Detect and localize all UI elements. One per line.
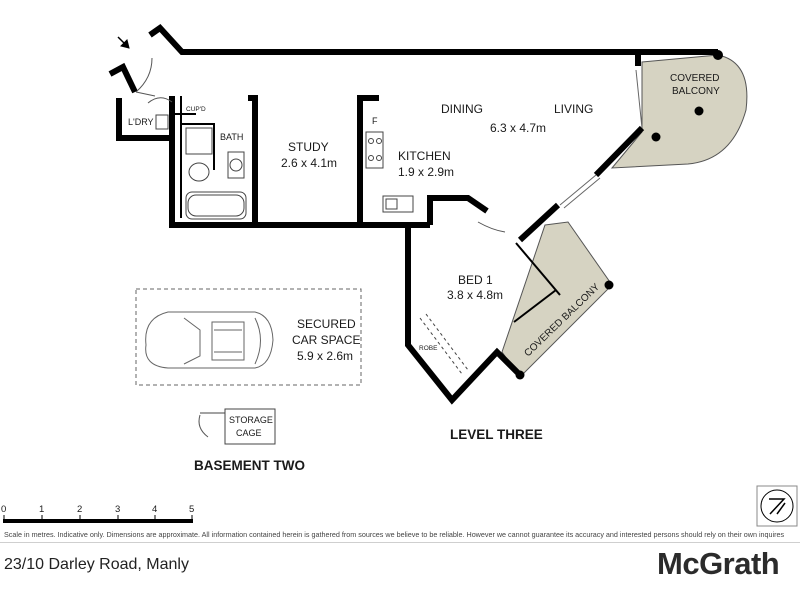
top-balcony-label-1: COVERED xyxy=(670,73,719,84)
car-space-label-2: CAR SPACE xyxy=(292,333,360,347)
basement-two-heading: BASEMENT TWO xyxy=(194,458,305,473)
car-space-size: 5.9 x 2.6m xyxy=(297,349,353,363)
storage-label-1: STORAGE xyxy=(229,415,273,425)
property-address: 23/10 Darley Road, Manly xyxy=(4,556,189,573)
storage-label-2: CAGE xyxy=(236,428,262,438)
entry-arrow-icon xyxy=(117,36,130,49)
living-label: LIVING xyxy=(554,102,593,116)
windows xyxy=(559,69,643,209)
storage-cage-box xyxy=(224,408,276,445)
bath-label: BATH xyxy=(220,132,243,142)
footer-divider xyxy=(0,542,800,543)
top-balcony-area xyxy=(610,54,748,169)
scale-tick-2: 2 xyxy=(77,504,82,515)
level-three-heading: LEVEL THREE xyxy=(450,427,543,442)
robe-label: ROBE xyxy=(419,345,438,352)
bed1-size: 3.8 x 4.8m xyxy=(447,288,503,302)
scale-tick-4: 4 xyxy=(152,504,157,515)
walls xyxy=(108,24,718,405)
study-size: 2.6 x 4.1m xyxy=(281,156,337,170)
kitchen-size: 1.9 x 2.9m xyxy=(398,165,454,179)
interior-lines xyxy=(174,96,561,323)
car-icon xyxy=(145,311,274,369)
car-space-label-1: SECURED xyxy=(297,317,356,331)
columns xyxy=(515,50,723,380)
brand-logo: McGrath xyxy=(657,546,780,581)
study-label: STUDY xyxy=(288,140,329,154)
laundry-label: L'DRY xyxy=(128,117,154,127)
living-size: 6.3 x 4.7m xyxy=(490,121,546,135)
fixtures xyxy=(155,114,414,220)
cupboard-label: CUP'D xyxy=(186,106,206,113)
north-compass-icon xyxy=(756,485,798,527)
bed1-label: BED 1 xyxy=(458,273,493,287)
scale-tick-5: 5 xyxy=(189,504,194,515)
top-balcony-label-2: BALCONY xyxy=(672,86,720,97)
scale-tick-3: 3 xyxy=(115,504,120,515)
dining-label: DINING xyxy=(441,102,483,116)
disclaimer-text: Scale in metres. Indicative only. Dimens… xyxy=(4,530,785,539)
scale-bar: 0 1 2 3 4 5 xyxy=(1,504,194,523)
car-space-outline xyxy=(135,288,362,386)
scale-tick-1: 1 xyxy=(39,504,44,515)
side-balcony-area xyxy=(501,221,613,378)
doors xyxy=(135,57,506,438)
scale-tick-0: 0 xyxy=(1,504,6,515)
kitchen-label: KITCHEN xyxy=(398,149,451,163)
fridge-label: F xyxy=(372,116,378,126)
